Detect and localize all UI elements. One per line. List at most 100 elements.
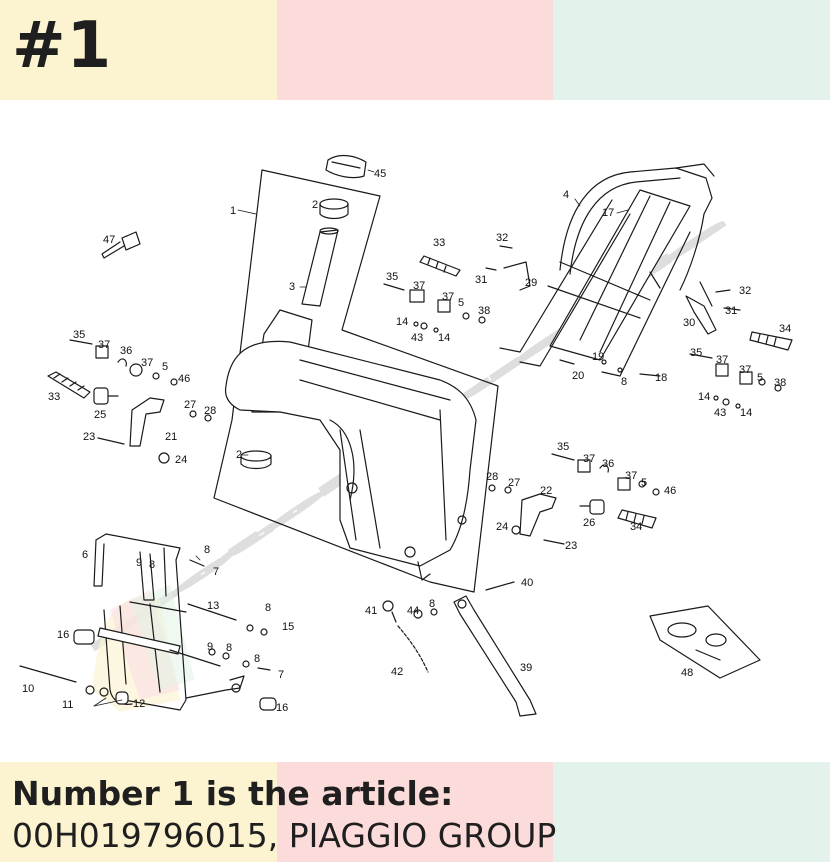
part-label: 9 — [136, 557, 142, 569]
part-label: 14 — [698, 391, 710, 403]
part-label: 9 — [207, 641, 213, 653]
part-label: 8 — [204, 544, 210, 556]
part-label: 25 — [94, 409, 106, 421]
part-label: 35 — [386, 271, 398, 283]
part-label: 34 — [630, 521, 642, 533]
center-footpeg-assembly — [488, 453, 660, 545]
part-label: 8 — [265, 602, 271, 614]
part-label: 8 — [149, 559, 155, 571]
part-label: 7 — [278, 669, 284, 681]
bushing-bottom — [240, 450, 272, 470]
part-label: 41 — [365, 605, 377, 617]
part-label: 1 — [230, 205, 236, 217]
part-label: 11 — [62, 699, 73, 711]
part-label: 20 — [572, 370, 584, 382]
part-label: 35 — [557, 441, 569, 453]
cap-part — [325, 154, 367, 179]
part-label: 17 — [602, 207, 614, 219]
part-label: 31 — [475, 274, 487, 286]
part-labels: 45 1 2 3 47 35 37 36 37 5 46 33 25 27 28… — [22, 168, 791, 714]
part-label: 8 — [621, 376, 627, 388]
part-label: 43 — [714, 407, 726, 419]
part-label: 43 — [411, 332, 423, 344]
part-label: 36 — [120, 345, 132, 357]
part-label: 47 — [103, 234, 115, 246]
caption-band-pink — [277, 762, 553, 862]
part-label: 5 — [757, 372, 763, 384]
part-label: 38 — [774, 377, 786, 389]
part-label: 21 — [165, 431, 177, 443]
part-label: 45 — [374, 168, 386, 180]
part-label: 32 — [739, 285, 751, 297]
part-label: 5 — [162, 361, 168, 373]
rear-subframe — [499, 163, 715, 377]
watermark-swoosh-green — [130, 585, 195, 690]
part-label: 5 — [458, 297, 464, 309]
part-label: 26 — [583, 517, 595, 529]
part-label: 29 — [525, 277, 537, 289]
bushing-top — [319, 198, 349, 220]
part-label: 27 — [184, 399, 196, 411]
part-label: 7 — [213, 566, 219, 578]
part-label: 14 — [396, 316, 408, 328]
part-label: 19 — [592, 351, 604, 363]
part-label: 10 — [22, 683, 34, 695]
part-label: 24 — [496, 521, 508, 533]
caption-band — [0, 762, 830, 862]
part-label: 36 — [602, 458, 614, 470]
part-label: 28 — [486, 471, 498, 483]
part-label: 2 — [312, 199, 318, 211]
part-label: 48 — [681, 667, 693, 679]
part-label: 14 — [740, 407, 752, 419]
part-label: 15 — [282, 621, 294, 633]
part-label: 35 — [690, 347, 702, 359]
steering-tube — [301, 227, 339, 307]
part-label: 42 — [391, 666, 403, 678]
article-number: 00H019796015, PIAGGIO GROUP — [12, 816, 557, 855]
leader-lines — [93, 169, 629, 707]
part-label: 2 — [236, 449, 242, 461]
part-label: 37 — [413, 280, 425, 292]
right-footpeg-assembly — [601, 281, 793, 409]
part-label: 8 — [429, 598, 435, 610]
header-band — [0, 0, 830, 100]
part-label: 3 — [289, 281, 295, 293]
part-label: 40 — [521, 577, 533, 589]
key-part — [101, 231, 141, 259]
caption-band-mint — [553, 762, 830, 862]
part-label: 24 — [175, 454, 187, 466]
watermark-swoosh — [92, 597, 180, 712]
part-label: 44 — [407, 605, 419, 617]
part-label: 5 — [641, 477, 647, 489]
part-label: 16 — [276, 702, 288, 714]
part-label: 37 — [98, 339, 110, 351]
part-label: 23 — [83, 431, 95, 443]
part-label: 37 — [442, 291, 454, 303]
part-label: 39 — [520, 662, 532, 674]
main-frame — [224, 309, 477, 581]
header-band-pink — [277, 0, 553, 100]
part-label: 12 — [133, 698, 145, 710]
caption-heading: Number 1 is the article: — [12, 774, 454, 813]
part-label: 33 — [433, 237, 445, 249]
part-label: 33 — [48, 391, 60, 403]
part-label: 38 — [478, 305, 490, 317]
left-footpeg-assembly — [47, 339, 212, 464]
part-label: 46 — [664, 485, 676, 497]
part-label: 35 — [73, 329, 85, 341]
header-band-mint — [553, 0, 830, 100]
middle-fasteners — [383, 245, 531, 333]
part-label: 37 — [141, 357, 153, 369]
caption-band-yellow — [0, 762, 277, 862]
side-stand — [382, 581, 537, 717]
part-label: 8 — [254, 653, 260, 665]
stand-fasteners — [19, 559, 277, 711]
part-label: 37 — [583, 453, 595, 465]
frame-group-outline — [213, 169, 499, 593]
part-label: 37 — [739, 364, 751, 376]
part-label: 22 — [540, 485, 552, 497]
part-label: 18 — [655, 372, 667, 384]
part-label: 37 — [625, 470, 637, 482]
part-label: 31 — [725, 305, 737, 317]
part-label: 13 — [207, 600, 219, 612]
